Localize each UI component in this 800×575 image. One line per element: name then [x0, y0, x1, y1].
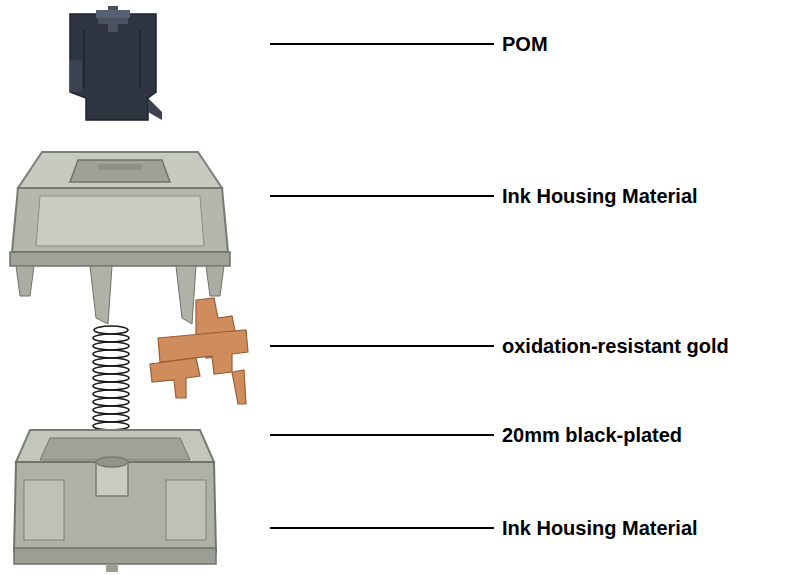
part-label: Ink Housing Material: [502, 516, 698, 540]
leader-lines: [270, 44, 494, 528]
part-label: 20mm black-plated: [502, 423, 682, 447]
part-label: Ink Housing Material: [502, 184, 698, 208]
gold-contact: [150, 298, 248, 404]
switch-stem: [70, 6, 162, 120]
bottom-housing: [14, 430, 216, 572]
top-housing: [10, 152, 230, 324]
part-label: POM: [502, 32, 548, 56]
part-label: oxidation-resistant gold: [502, 334, 729, 358]
